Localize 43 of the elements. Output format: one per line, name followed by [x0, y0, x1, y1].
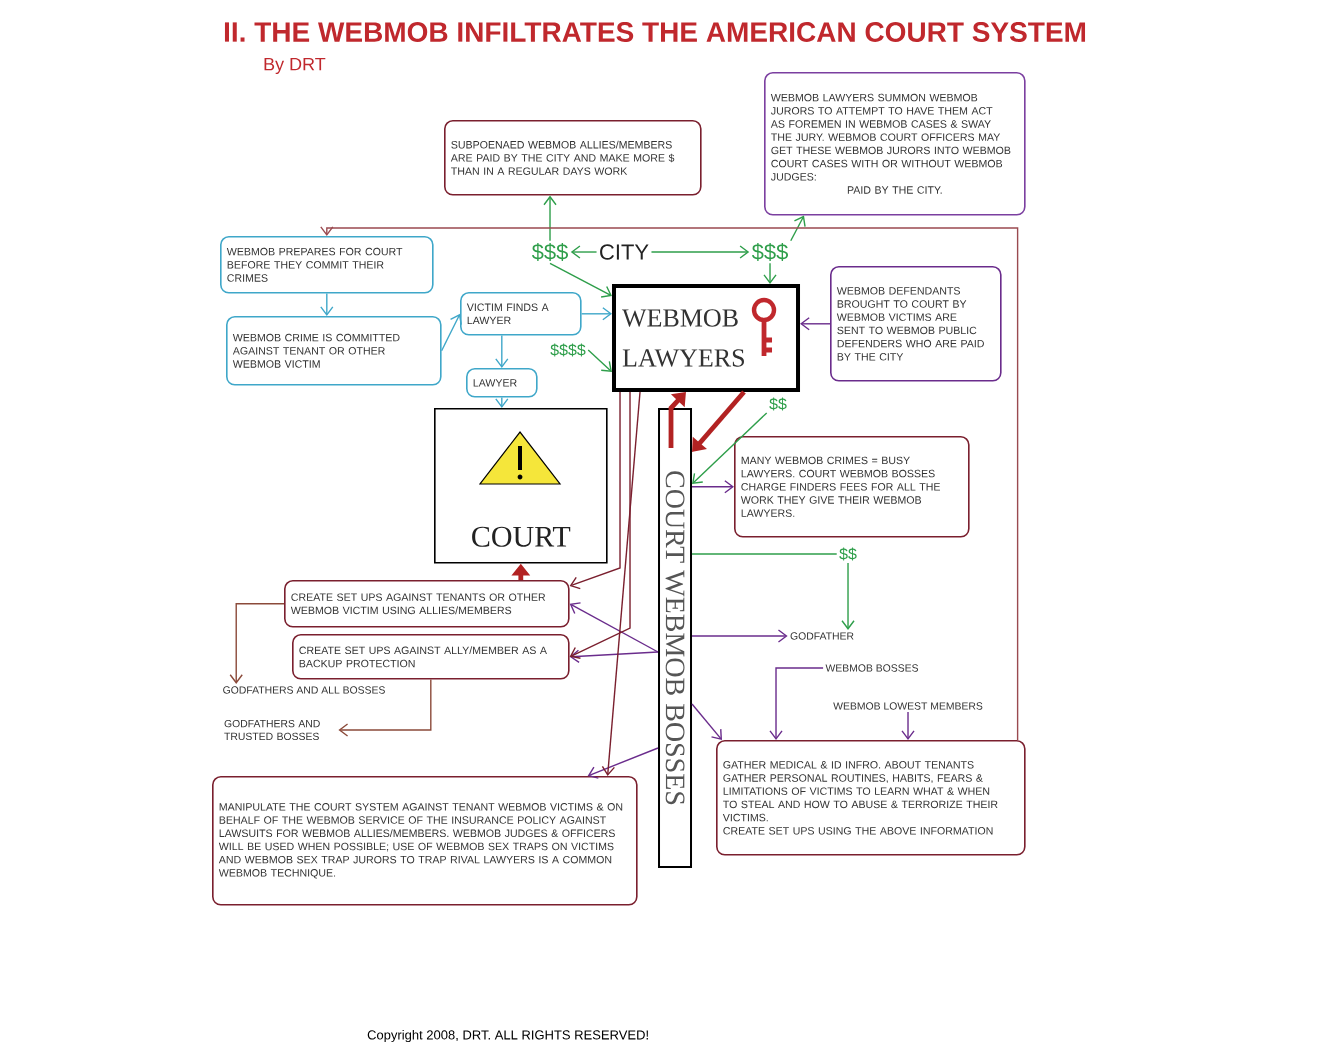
arrow	[763, 262, 777, 284]
arrow	[769, 667, 824, 740]
node-text: $$	[839, 547, 857, 561]
arrow	[569, 391, 621, 590]
arrow	[569, 391, 631, 659]
arrow	[587, 747, 659, 779]
connector-line	[691, 553, 838, 555]
node-text: $$	[769, 397, 787, 411]
lawyers-box: WEBMOB LAWYERS	[612, 284, 800, 392]
arrow	[549, 262, 612, 298]
arrow	[543, 195, 557, 242]
column-box: COURT WEBMOB BOSSES	[658, 408, 692, 868]
arrow	[495, 396, 509, 408]
arrow	[569, 649, 659, 663]
byline: By DRT	[264, 57, 326, 75]
arrow	[587, 349, 612, 372]
arrow	[800, 317, 831, 331]
arrow	[570, 245, 598, 259]
node-text: $$$$	[550, 343, 586, 357]
arrow	[569, 602, 659, 653]
arrow	[901, 711, 915, 740]
arrow	[691, 629, 788, 643]
arrow	[692, 412, 768, 484]
node-text: $$$	[531, 243, 568, 261]
arrow	[790, 215, 806, 242]
arrow	[320, 226, 1019, 741]
arrow	[440, 313, 462, 352]
arrow	[320, 292, 334, 316]
arrow	[338, 678, 432, 737]
court-box: COURT	[434, 408, 608, 564]
node-text: CITY	[600, 244, 649, 260]
arrow	[668, 392, 686, 448]
title: II. THE WEBMOB INFILTRATES THE AMERICAN COURT SYSTEM	[224, 22, 1086, 42]
arrow	[650, 245, 750, 259]
arrow	[841, 562, 855, 630]
arrow	[601, 391, 641, 776]
arrow	[495, 334, 509, 368]
arrow	[580, 307, 612, 321]
arrow	[691, 703, 722, 740]
arrow	[692, 390, 746, 452]
node-text: $$$	[751, 243, 788, 261]
arrow	[229, 603, 285, 684]
arrow	[691, 480, 734, 494]
